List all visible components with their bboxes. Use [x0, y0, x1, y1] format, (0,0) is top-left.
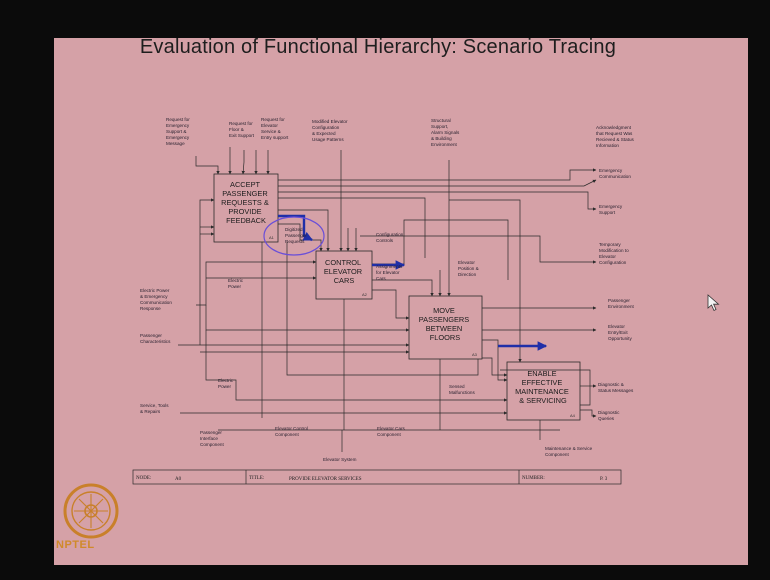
footer-title-label: TITLE:	[249, 476, 264, 481]
label-elevator-entry-exit: Elevator Entry/Exit Opportunity	[608, 324, 632, 341]
footer-node-value: A0	[175, 477, 182, 482]
label-acknowledgment: Acknowledgment that Request Was Recieved…	[596, 125, 635, 148]
footer-table	[132, 469, 622, 485]
label-electric-power-emergency: Electric Power & Emergency Communication…	[140, 288, 173, 311]
box-a4	[506, 361, 581, 421]
label-modified-config: Modified Elevator Configuration & Expect…	[312, 119, 349, 142]
label-temporary-modification: Temporary Modification to Elevator Confi…	[599, 242, 630, 265]
box-a1-title: ACCEPT PASSENGER REQUESTS & PROVIDE FEED…	[221, 180, 271, 225]
footer-number-value: P. 3	[600, 477, 608, 482]
box-a2-number: A2	[362, 292, 368, 297]
label-sensed-malfunctions: Sensed Malfunctions	[449, 384, 475, 395]
box-a4-number: A4	[570, 413, 576, 418]
label-assignments: Assignments for Elevator Cars	[376, 264, 404, 281]
label-elevator-control-component: Elevator Control Component	[275, 426, 309, 437]
label-service-tools: Service, Tools & Repairs	[140, 403, 170, 414]
box-a3	[408, 295, 483, 360]
box-a4-title: ENABLE EFFECTIVE MAINTENANCE & SERVICING	[515, 369, 571, 405]
label-structural: Structural Support, Alarm Signals & Buil…	[431, 118, 461, 147]
box-a2-title: CONTROL ELEVATOR CARS	[324, 258, 364, 285]
label-diagnostic-queries: Diagnostic Queries	[598, 410, 621, 421]
footer-title-value: PROVIDE ELEVATOR SERVICES	[289, 477, 362, 482]
slide-background	[54, 38, 748, 565]
footer-node-label: NODE:	[136, 476, 151, 481]
label-maintenance-component: Maintenance & Service Component	[545, 446, 594, 457]
label-emergency-communication: Emergency Communication	[599, 168, 631, 179]
label-request-floor: Request for Floor & Exit Support	[229, 121, 255, 138]
nptel-logo-text: NPTEL	[56, 539, 95, 551]
label-configuration-controls: Configuration Controls	[376, 232, 405, 243]
label-elevator-cars-component: Elevator Cars Component	[377, 426, 406, 437]
box-a3-number: A3	[472, 352, 478, 357]
label-passenger-interface: Passenger Interface Component	[200, 430, 224, 447]
label-elevator-system: Elevator System	[323, 457, 357, 462]
footer-number-label: NUMBER:	[522, 476, 545, 481]
label-passenger-characteristics: Passenger Characteristics	[140, 333, 171, 344]
box-a1	[213, 173, 279, 243]
highlight-circle	[263, 216, 325, 256]
label-request-emergency: Request for Emergency Support & Emergenc…	[166, 117, 191, 146]
label-electric-power-a2: Electric Power	[228, 278, 244, 289]
box-a3-title: MOVE PASSENGERS BETWEEN FLOORS	[419, 306, 471, 342]
label-electric-power-a4: Electric Power	[218, 378, 234, 389]
box-a1-number: A1	[269, 235, 275, 240]
label-request-elevator: Request for Elevator Service & Entry sup…	[261, 117, 289, 140]
label-passenger-environment: Passenger Environment	[608, 298, 635, 309]
mouse-cursor-icon	[707, 294, 720, 312]
slide-title: Evaluation of Functional Hierarchy: Scen…	[139, 36, 617, 58]
label-diagnostic-status: Diagnostic & Status Messages	[598, 382, 634, 393]
label-elevator-position: Elevator Position & Direction	[458, 260, 480, 277]
label-digitized-requests: Digitized Passenger Requests	[285, 227, 308, 244]
nptel-logo-icon	[63, 483, 119, 539]
label-emergency-support: Emergency Support	[599, 204, 624, 215]
